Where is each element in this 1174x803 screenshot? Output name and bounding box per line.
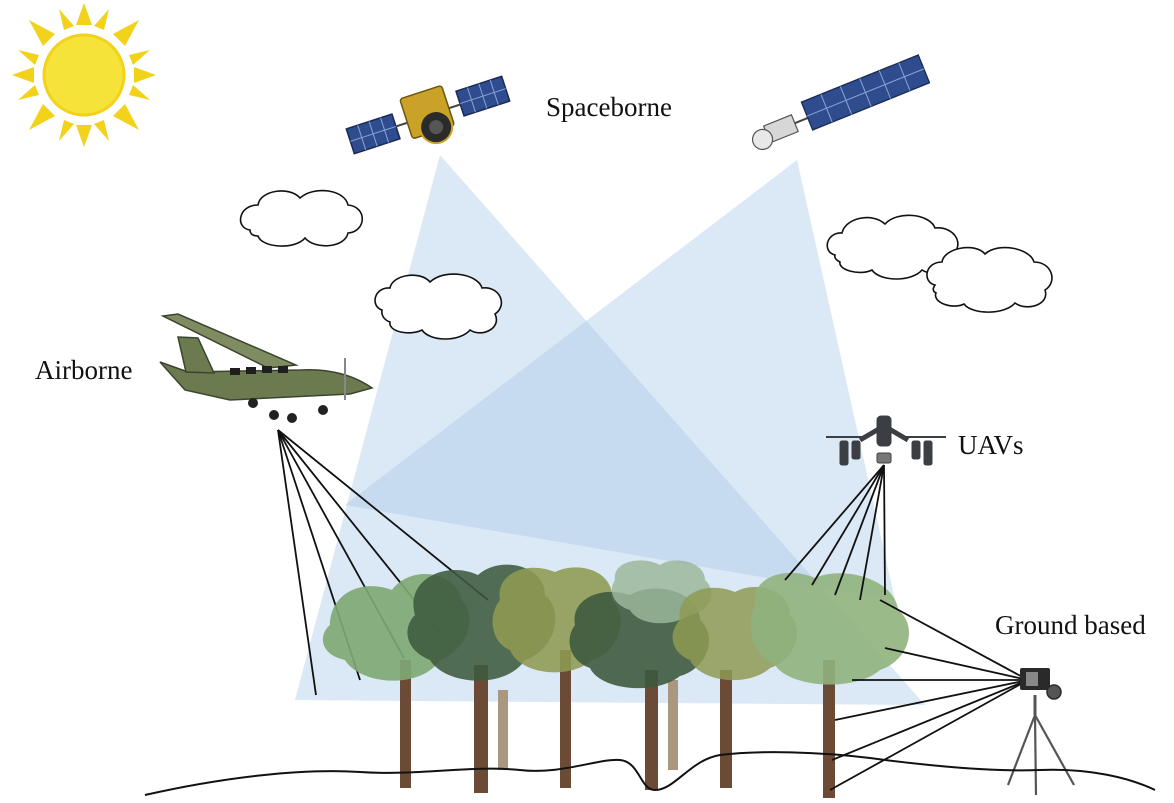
airborne-label: Airborne bbox=[35, 355, 133, 385]
satellite-icon bbox=[345, 75, 511, 155]
ground-scan-lines bbox=[829, 599, 1029, 791]
spaceborne-label: Spaceborne bbox=[546, 92, 672, 122]
cloud-icon bbox=[374, 273, 503, 340]
tree-icon bbox=[750, 572, 910, 685]
spaceborne-beam-right bbox=[345, 160, 895, 600]
cloud-icon bbox=[239, 189, 364, 247]
forest-canopy bbox=[322, 560, 910, 798]
uav-scan-lines bbox=[784, 464, 886, 601]
uavs-label: UAVs bbox=[958, 430, 1024, 460]
ground-line bbox=[144, 751, 1156, 796]
tripod-scanner-icon bbox=[1006, 668, 1075, 796]
cloud-icon bbox=[926, 246, 1053, 313]
sun-icon bbox=[12, 3, 156, 147]
airplane-icon bbox=[159, 313, 374, 423]
drone-icon bbox=[826, 415, 946, 466]
ground-based-label: Ground based bbox=[995, 610, 1146, 640]
satellite-icon bbox=[751, 54, 931, 151]
